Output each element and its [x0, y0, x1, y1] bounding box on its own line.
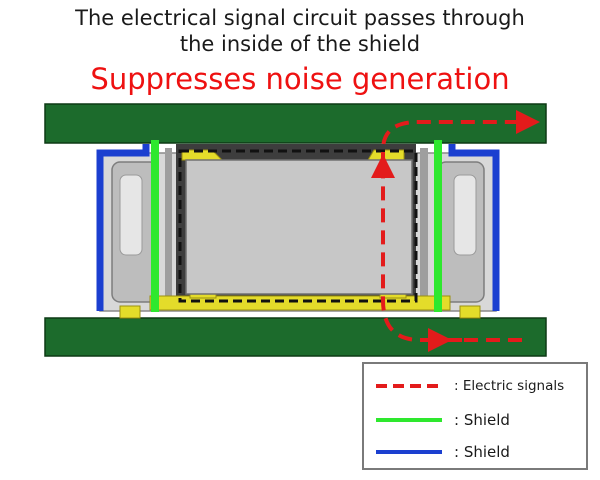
title-line-1: The electrical signal circuit passes thr… [75, 6, 525, 30]
title-line-2: the inside of the shield [179, 32, 421, 56]
green-shield-right [434, 140, 442, 312]
inner-dashed-outline [178, 149, 418, 303]
legend-item-blue-shield: : Shield [374, 441, 584, 463]
blue-line-icon [376, 450, 442, 454]
legend-item-green-shield: : Shield [374, 409, 584, 431]
green-line-icon [376, 418, 442, 422]
legend-label: : Shield [454, 443, 510, 461]
dashed-red-line-icon [376, 384, 442, 388]
bottom-pcb [44, 317, 547, 357]
legend-item-electric-signals: : Electric signals [374, 375, 584, 397]
chip-body [185, 159, 413, 295]
electric-signal-path [371, 110, 540, 352]
legend: : Electric signals : Shield : Shield [362, 362, 588, 470]
legend-label: : Shield [454, 411, 510, 429]
headline: Suppresses noise generation [90, 62, 510, 96]
blue-shield [96, 144, 500, 311]
legend-label: : Electric signals [454, 378, 565, 394]
green-shield-left [151, 140, 159, 312]
